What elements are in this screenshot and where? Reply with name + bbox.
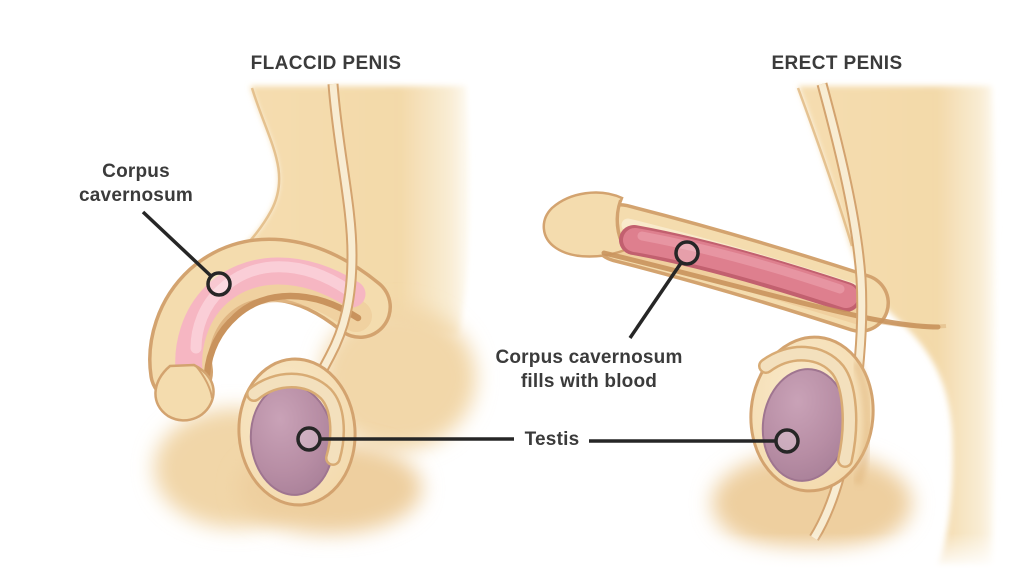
flaccid-inner-thigh-shade <box>320 306 476 450</box>
flaccid-penis-shaft <box>148 237 392 422</box>
callout-marker-testis-left <box>296 426 322 452</box>
flaccid-title: FLACCID PENIS <box>250 53 402 74</box>
callout-marker-corpus-flaccid <box>206 271 232 297</box>
callout-marker-corpus-erect <box>674 240 700 266</box>
erect-urethra-band <box>601 250 941 330</box>
bottom-fade-overlay <box>690 533 1020 576</box>
glans-shape-flaccid <box>154 363 215 422</box>
flaccid-scrotum-group <box>237 357 357 507</box>
erect-torso-front-edge <box>796 87 854 247</box>
erect-title: ERECT PENIS <box>771 53 903 74</box>
callout-marker-testis-right <box>774 428 800 454</box>
scrotum-shadow-erect <box>851 360 872 486</box>
callout-annotations <box>141 210 800 454</box>
testis-label: Testis <box>524 429 580 450</box>
corpus-cavernosum-label: Corpus cavernosum <box>79 160 193 208</box>
erect-corpus-highlight <box>637 231 845 294</box>
corpus-cavernosum-label-line1: Corpus <box>102 161 170 182</box>
erect-figure <box>542 82 1020 576</box>
callout-line-corpus-flaccid <box>141 210 213 278</box>
corpus-fills-label-line1: Corpus cavernosum <box>495 347 683 368</box>
epididymis-fill-flaccid <box>248 375 343 464</box>
corpus-cavernosum-label-line2: cavernosum <box>79 185 193 206</box>
corpus-fills-label: Corpus cavernosum fills with blood <box>495 346 682 394</box>
epididymis-fill-erect <box>760 348 855 466</box>
erect-corpus-cavernosum-shape <box>623 228 858 308</box>
flaccid-urethra-band <box>203 292 362 378</box>
flaccid-figure <box>148 83 476 534</box>
corpus-fills-label-line2: fills with blood <box>520 371 658 392</box>
erect-penis-shaft <box>542 191 941 333</box>
callout-line-corpus-erect <box>628 262 683 339</box>
corona-line-flaccid <box>195 365 213 399</box>
glans-shape-erect <box>542 191 627 258</box>
